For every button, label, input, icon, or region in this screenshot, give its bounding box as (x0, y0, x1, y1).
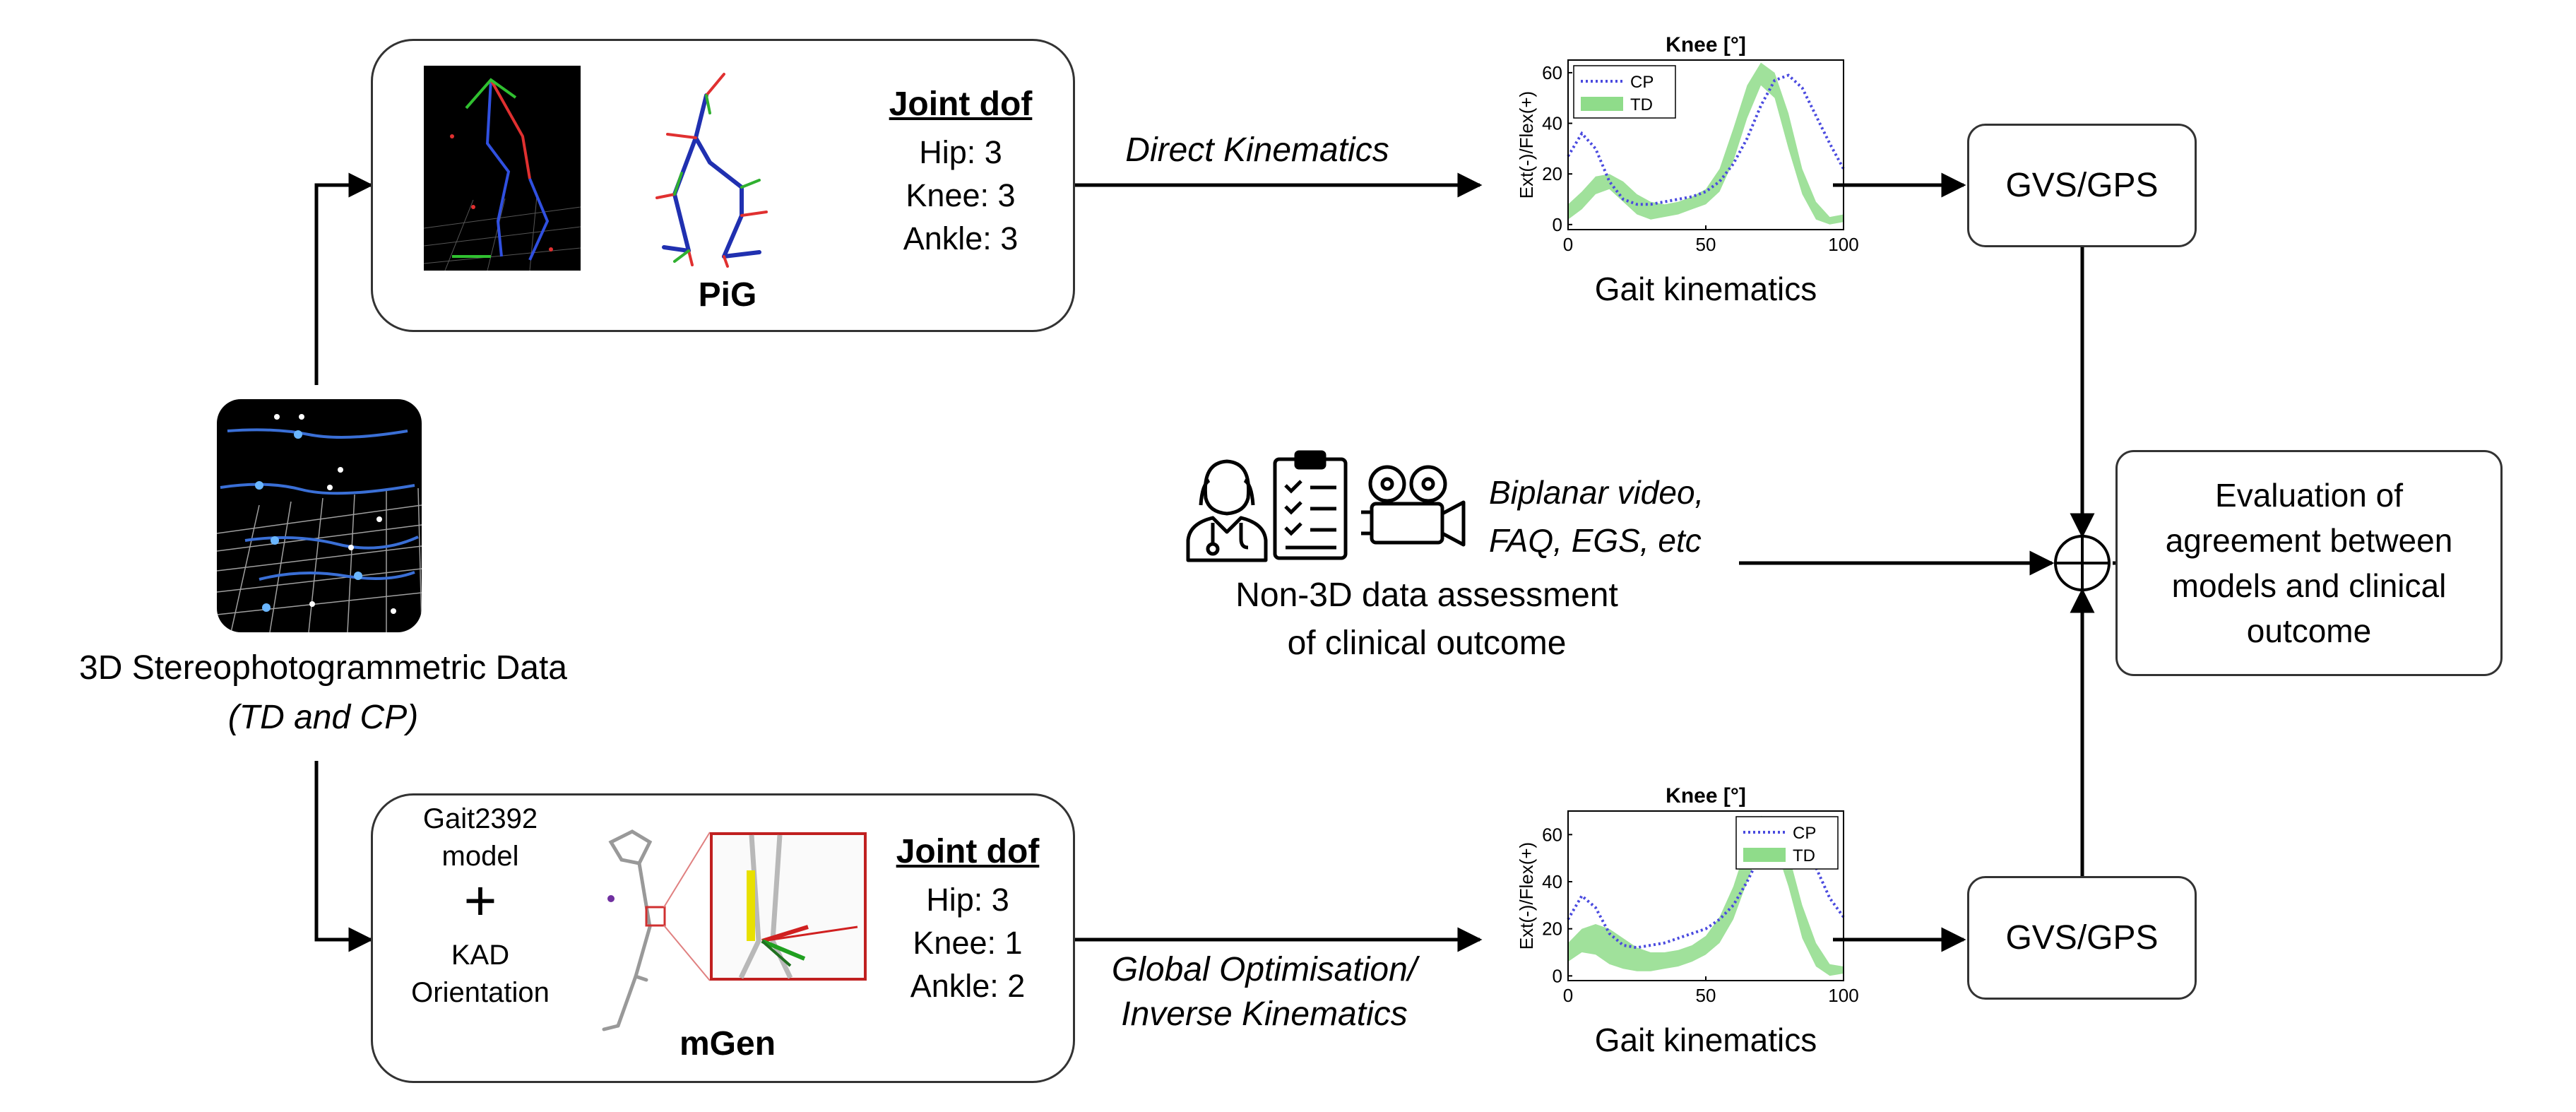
series-td-band (1568, 815, 1844, 976)
clinical-label-line1: Non-3D data assessment (1235, 576, 1618, 614)
x-tick-label: 0 (1563, 985, 1573, 1006)
chart-title: Knee [°] (1666, 33, 1746, 57)
gvs-gps-top-label: GVS/GPS (2005, 167, 2159, 204)
gvs-gps-bottom-label: GVS/GPS (2005, 919, 2159, 957)
pig-dof-ankle: Ankle: 3 (903, 220, 1019, 256)
mgen-label-line5: Orientation (411, 977, 550, 1008)
legend-swatch-td (1581, 97, 1623, 111)
x-tick-label: 100 (1828, 234, 1858, 255)
sum-junction (2054, 535, 2111, 591)
mgen-label-line2: model (441, 841, 519, 872)
x-axis-label: Gait kinematics (1595, 271, 1817, 307)
legend-label-td: TD (1793, 846, 1815, 865)
evaluation-line3: models and clinical (2171, 567, 2447, 604)
mgen-label-line4: KAD (451, 940, 510, 971)
y-tick-label: 40 (1542, 871, 1562, 892)
mgen-plus-sign: + (463, 869, 497, 932)
global-optimisation-label: Global Optimisation/ (1111, 951, 1418, 988)
mgen-label-line1: Gait2392 (422, 803, 538, 834)
y-tick-label: 40 (1542, 113, 1562, 134)
gvs-gps-bottom-box: GVS/GPS (1967, 876, 2197, 1000)
x-tick-label: 100 (1828, 985, 1858, 1006)
marker-cloud-image (217, 399, 422, 632)
y-tick-label: 0 (1553, 214, 1562, 235)
x-tick-label: 50 (1696, 985, 1716, 1006)
y-tick-label: 0 (1553, 965, 1562, 986)
mgen-model-name: mGen (679, 1025, 776, 1063)
pig-skeleton-icon (655, 73, 768, 268)
legend-label-cp: CP (1793, 824, 1816, 843)
evaluation-box: Evaluation of agreement between models a… (2115, 450, 2503, 676)
mgen-dof-knee: Knee: 1 (913, 925, 1023, 961)
video-camera-icon (1361, 465, 1466, 547)
clipboard-checklist-icon (1273, 450, 1348, 560)
pig-dof-hip: Hip: 3 (919, 134, 1002, 170)
evaluation-line1: Evaluation of (2215, 477, 2403, 514)
chart-legend: CP TD (1735, 816, 1839, 870)
source-subtitle: (TD and CP) (227, 699, 419, 736)
inverse-kinematics-label: Inverse Kinematics (1121, 995, 1408, 1033)
clinical-label-line2: of clinical outcome (1287, 625, 1567, 662)
x-axis-label: Gait kinematics (1595, 1022, 1817, 1058)
pig-dof-knee: Knee: 3 (906, 177, 1016, 213)
direct-kinematics-label: Direct Kinematics (1125, 131, 1389, 169)
legend-label-td: TD (1630, 95, 1653, 114)
legend-swatch-td (1743, 848, 1786, 862)
mgen-zoom-lines (663, 832, 711, 981)
series-cp-line (1567, 73, 1845, 206)
y-tick-label: 60 (1542, 62, 1562, 83)
mgen-dof-hip: Hip: 3 (926, 882, 1009, 918)
y-axis-label: Ext(-)/Flex(+) (1516, 842, 1537, 950)
source-title: 3D Stereophotogrammetric Data (79, 649, 567, 687)
y-tick-label: 60 (1542, 824, 1562, 845)
mgen-dof-ankle: Ankle: 2 (910, 968, 1026, 1004)
chart-title: Knee [°] (1666, 784, 1746, 808)
clinical-methods-line2: FAQ, EGS, etc (1489, 522, 1702, 559)
pig-model-name: PiG (698, 276, 757, 314)
evaluation-line2: agreement between (2165, 522, 2453, 559)
gvs-gps-top-box: GVS/GPS (1967, 124, 2197, 247)
pig-capture-image (423, 66, 581, 271)
mgen-skeleton-icon (602, 829, 666, 1031)
y-tick-label: 20 (1542, 918, 1562, 940)
y-axis-label: Ext(-)/Flex(+) (1516, 91, 1537, 199)
clinician-icon (1186, 459, 1268, 562)
clinical-methods-line1: Biplanar video, (1489, 474, 1704, 511)
legend-label-cp: CP (1630, 73, 1654, 92)
pig-dof-header: Joint dof (889, 85, 1033, 123)
chart-legend: CP TD (1573, 65, 1676, 119)
x-tick-label: 0 (1563, 234, 1573, 255)
evaluation-line4: outcome (2246, 613, 2372, 649)
series-td-band (1568, 62, 1844, 225)
y-tick-label: 20 (1542, 163, 1562, 184)
mgen-knee-zoom-image (710, 832, 867, 981)
x-tick-label: 50 (1696, 234, 1716, 255)
mgen-dof-header: Joint dof (896, 833, 1040, 870)
